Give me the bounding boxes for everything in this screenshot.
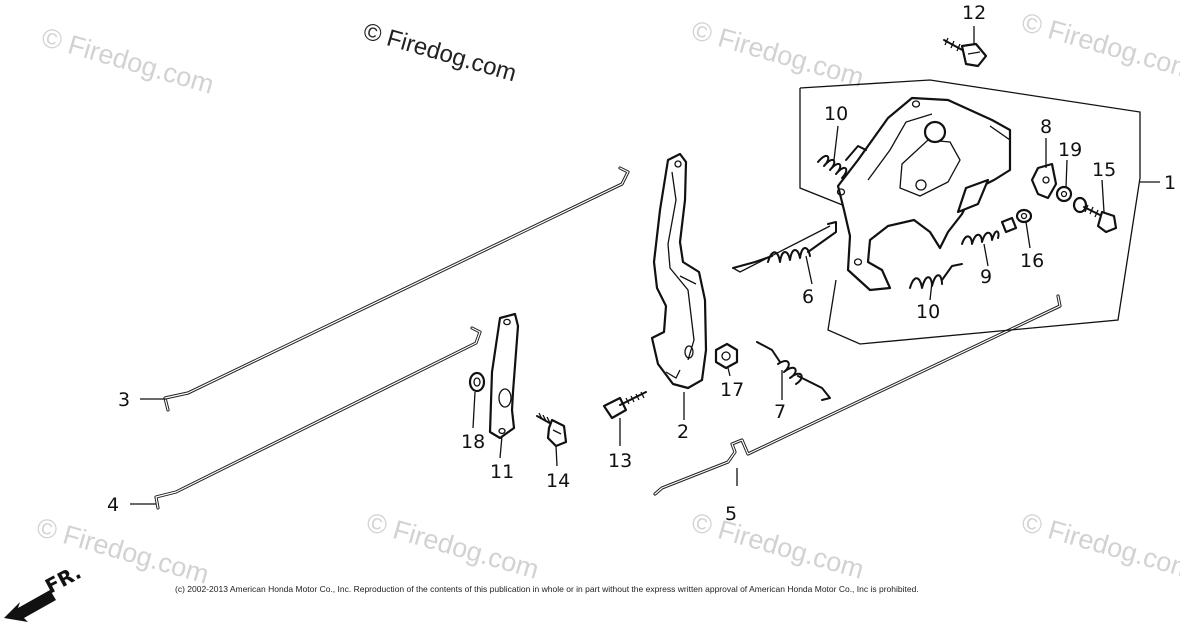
watermark-layer: © Firedog.com © Firedog.com © Firedog.co…	[33, 7, 1180, 590]
bracket-11	[488, 312, 520, 440]
spring-7	[756, 341, 831, 401]
washer-18	[468, 371, 486, 393]
callout-11: 11	[490, 461, 514, 483]
copyright-notice: (c) 2002-2013 American Honda Motor Co., …	[175, 584, 919, 594]
spring-10-upper	[817, 145, 867, 179]
callout-6: 6	[802, 286, 814, 308]
nut-17	[714, 342, 739, 370]
lever-2	[650, 152, 708, 390]
callout-8: 8	[1040, 116, 1052, 138]
watermark-top-left: © Firedog.com	[38, 22, 217, 100]
callout-16: 16	[1020, 250, 1044, 272]
callout-9: 9	[980, 266, 992, 288]
callout-2: 2	[677, 421, 689, 443]
plate-assembly-1	[799, 79, 1141, 345]
watermark-bottom-right: © Firedog.com	[1018, 507, 1180, 585]
bracket-8	[1030, 162, 1058, 200]
washer-19	[1055, 185, 1073, 203]
callout-3: 3	[118, 389, 130, 411]
callout-5: 5	[725, 503, 737, 525]
leader-lines	[130, 26, 1160, 505]
front-direction-indicator: FR.	[4, 560, 85, 622]
spring-9	[961, 230, 1000, 245]
rod-4	[154, 326, 482, 510]
callout-14: 14	[546, 470, 570, 492]
callout-1: 1	[1164, 172, 1176, 194]
callout-12: 12	[962, 2, 986, 24]
pin-13	[602, 391, 647, 420]
watermark-top-right: © Firedog.com	[1018, 7, 1180, 85]
callout-15: 15	[1092, 159, 1116, 181]
spring-10-lower	[909, 263, 963, 289]
collar-16	[1000, 208, 1033, 234]
callout-7: 7	[774, 401, 786, 423]
callout-19: 19	[1058, 139, 1082, 161]
watermark-main: © Firedog.com	[360, 18, 519, 87]
rod-5	[653, 294, 1062, 496]
callout-18: 18	[461, 431, 485, 453]
callout-13: 13	[608, 450, 632, 472]
watermark-bottom-center: © Firedog.com	[363, 507, 542, 585]
watermark-top-center: © Firedog.com	[688, 15, 867, 93]
bolt-12	[943, 37, 988, 68]
bolt-15	[1072, 196, 1118, 234]
spring-6	[732, 221, 837, 273]
rod-3	[163, 166, 630, 412]
callout-labels: 1 2 3 4 5 6 7 8 9 10 10 11 12 13 14 15 1…	[107, 2, 1176, 525]
watermark-bottom-midright: © Firedog.com	[688, 507, 867, 585]
callout-17: 17	[720, 379, 744, 401]
callout-10-upper: 10	[824, 103, 848, 125]
callout-4: 4	[107, 494, 119, 516]
direction-arrow-icon	[4, 590, 56, 622]
callout-10-lower: 10	[916, 301, 940, 323]
bolt-14	[536, 412, 568, 448]
assembly-outline-1	[799, 79, 1141, 345]
